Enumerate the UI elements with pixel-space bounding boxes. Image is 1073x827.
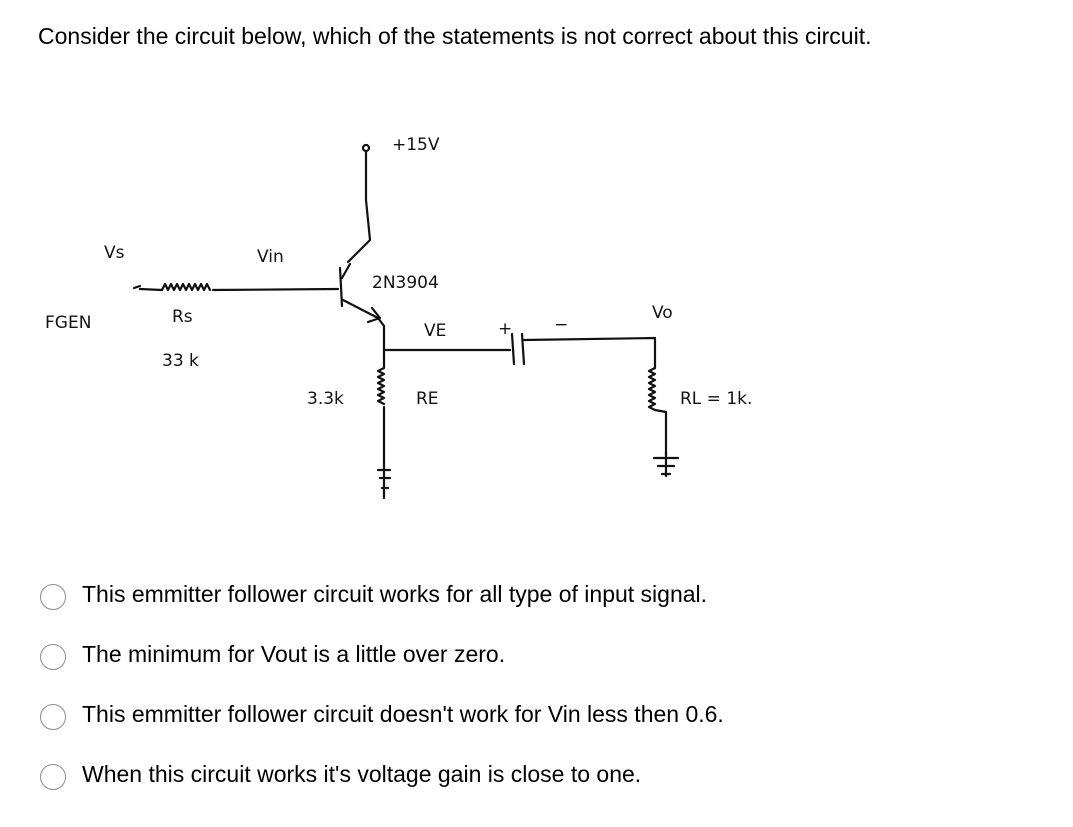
vo-label: Vo: [652, 303, 673, 323]
capacitor-plus-label: +: [498, 319, 512, 339]
answer-options: This emmitter follower circuit works for…: [40, 576, 724, 816]
answer-option[interactable]: When this circuit works it's voltage gai…: [40, 756, 724, 816]
radio-button[interactable]: [40, 704, 66, 730]
base-wire: [211, 287, 340, 292]
output-wire: [522, 336, 657, 370]
rl-resistor: [647, 366, 657, 412]
input-wire: [138, 287, 164, 292]
transistor-collector: [340, 262, 352, 280]
answer-option[interactable]: This emmitter follower circuit doesn't w…: [40, 696, 724, 756]
emitter-arrow: [366, 306, 382, 324]
re-resistor: [376, 366, 386, 406]
option-label: This emmitter follower circuit doesn't w…: [82, 701, 724, 727]
transistor-base-bar: [338, 266, 344, 308]
fgen-label: FGEN: [45, 313, 91, 333]
radio-button[interactable]: [40, 584, 66, 610]
vs-label: Vs: [104, 243, 125, 263]
collector-wire: [346, 149, 372, 264]
question-text: Consider the circuit below, which of the…: [38, 23, 872, 49]
transistor-emitter: [341, 298, 386, 328]
rl-label: RL = 1k.: [680, 389, 752, 409]
rs-value-label: 33 k: [162, 351, 199, 371]
supply-label: +15V: [392, 135, 440, 155]
capacitor: [510, 332, 526, 366]
vin-label: Vin: [257, 247, 284, 267]
answer-option[interactable]: This emmitter follower circuit works for…: [40, 576, 724, 636]
input-node: [132, 284, 142, 290]
re-label: RE: [416, 389, 439, 409]
rl-ground-wire: [653, 408, 668, 457]
option-label: The minimum for Vout is a little over ze…: [82, 641, 506, 667]
re-value-label: 3.3k: [307, 389, 344, 409]
transistor-label: 2N3904: [372, 273, 439, 293]
radio-button[interactable]: [40, 764, 66, 790]
capacitor-minus-label: −: [554, 315, 568, 335]
re-ground: [376, 466, 392, 500]
option-label: When this circuit works it's voltage gai…: [82, 761, 642, 787]
option-label: This emmitter follower circuit works for…: [82, 581, 708, 607]
rs-resistor: [160, 282, 212, 292]
rl-ground: [652, 450, 680, 478]
answer-option[interactable]: The minimum for Vout is a little over ze…: [40, 636, 724, 696]
radio-button[interactable]: [40, 644, 66, 670]
ve-label: VE: [424, 321, 446, 341]
circuit-diagram: +15V 2N3904 Vs Vin FGEN Rs 33 k VE RE 3.…: [45, 135, 752, 500]
rs-label: Rs: [172, 307, 193, 327]
